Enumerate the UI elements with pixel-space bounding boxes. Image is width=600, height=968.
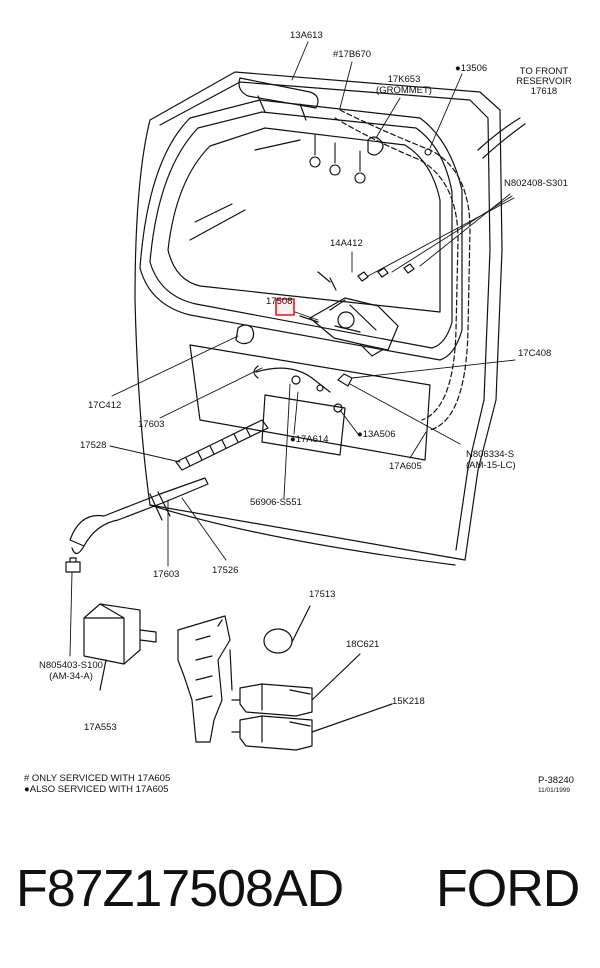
callout-17A614: ●17A614 xyxy=(290,434,329,445)
callout-17K653: 17K653 xyxy=(387,74,421,85)
callout-17B670: #17B670 xyxy=(333,49,372,60)
callout-17603-lower: 17603 xyxy=(153,569,180,580)
handle-13A613 xyxy=(238,77,319,109)
washer-hose-dashed xyxy=(334,109,471,431)
lower-panel xyxy=(189,344,431,461)
leader-lines xyxy=(69,41,516,657)
glass-reflection xyxy=(189,139,301,241)
callout-56906: 56906-S551 xyxy=(250,497,302,508)
hose-17603 xyxy=(255,367,331,393)
callout-17513: 17513 xyxy=(309,589,336,600)
license-recess xyxy=(261,394,346,456)
figure-date: 11/01/1999 xyxy=(538,787,571,794)
service-notes: # ONLY SERVICED WITH 17A605 ●ALSO SERVIC… xyxy=(24,773,170,795)
lamp-18C621 xyxy=(239,683,313,717)
callout-17508: 17508 xyxy=(266,296,293,307)
lamp-15K218 xyxy=(239,715,313,751)
diagram-drawing xyxy=(65,41,526,751)
wiper-blade-17528 xyxy=(175,419,269,471)
callout-reservoir-1: TO FRONT xyxy=(519,66,569,77)
callout-17C412: 17C412 xyxy=(88,400,122,411)
callout-17528: 17528 xyxy=(80,440,107,451)
window-frame-outer xyxy=(139,99,463,361)
wiper-motor-17508 xyxy=(309,297,399,351)
parts-diagram: 13A613 #17B670 17K653 (GROMMET) ●13506 T… xyxy=(24,30,574,796)
callout-N806334-spec: (AM-15-LC) xyxy=(466,460,516,471)
brand-name: FORD xyxy=(436,860,580,918)
callout-N806334: N806334-S xyxy=(466,449,515,460)
switch-17A553 xyxy=(83,603,141,665)
callout-17A605: 17A605 xyxy=(389,461,422,472)
window-frame-inner xyxy=(149,111,453,349)
callout-13A506: ●13A506 xyxy=(357,429,396,440)
figure-id: P-38240 xyxy=(538,775,574,786)
nut-group xyxy=(309,134,432,184)
service-note-only: # ONLY SERVICED WITH 17A605 xyxy=(24,773,171,784)
callout-reservoir-2: RESERVOIR xyxy=(516,76,572,87)
service-note-also: ●ALSO SERVICED WITH 17A605 xyxy=(24,784,169,795)
liftgate-outline xyxy=(134,71,503,561)
callout-17K653-grommet: (GROMMET) xyxy=(376,85,432,96)
cap-17513 xyxy=(263,628,293,654)
n802408-bolts xyxy=(357,263,415,282)
bracket xyxy=(177,615,231,743)
callout-15K218: 15K218 xyxy=(392,696,425,707)
grommet-17C412 xyxy=(235,324,255,345)
callout-N805403: N805403-S100 xyxy=(39,660,103,671)
callout-17603-upper: 17603 xyxy=(138,419,165,430)
grommet-17K653 xyxy=(367,136,384,156)
callout-13A613: 13A613 xyxy=(290,30,323,41)
highlight-17508 xyxy=(275,298,295,316)
figure-reference: P-38240 11/01/1999 xyxy=(538,776,574,796)
lower-curve xyxy=(149,504,456,566)
callout-N805403-spec: (AM-34-A) xyxy=(49,671,93,682)
part-footer: F87Z17508AD FORD xyxy=(0,858,600,928)
liftgate-inner-edge xyxy=(159,81,491,551)
wiper-arm-17526 xyxy=(69,477,209,547)
callout-13506: ●13506 xyxy=(455,63,488,74)
callout-N802408: N802408-S301 xyxy=(504,178,568,189)
window-glass xyxy=(167,127,441,313)
reservoir-hose xyxy=(477,117,526,159)
callout-17A553: 17A553 xyxy=(84,722,117,733)
nut-N805403 xyxy=(65,557,81,573)
part-number: F87Z17508AD xyxy=(16,860,344,918)
callout-18C621: 18C621 xyxy=(346,639,380,650)
callout-17C408: 17C408 xyxy=(518,348,552,359)
callout-17526: 17526 xyxy=(212,565,239,576)
callout-14A412: 14A412 xyxy=(330,238,363,249)
callout-reservoir-3: 17618 xyxy=(530,86,558,97)
